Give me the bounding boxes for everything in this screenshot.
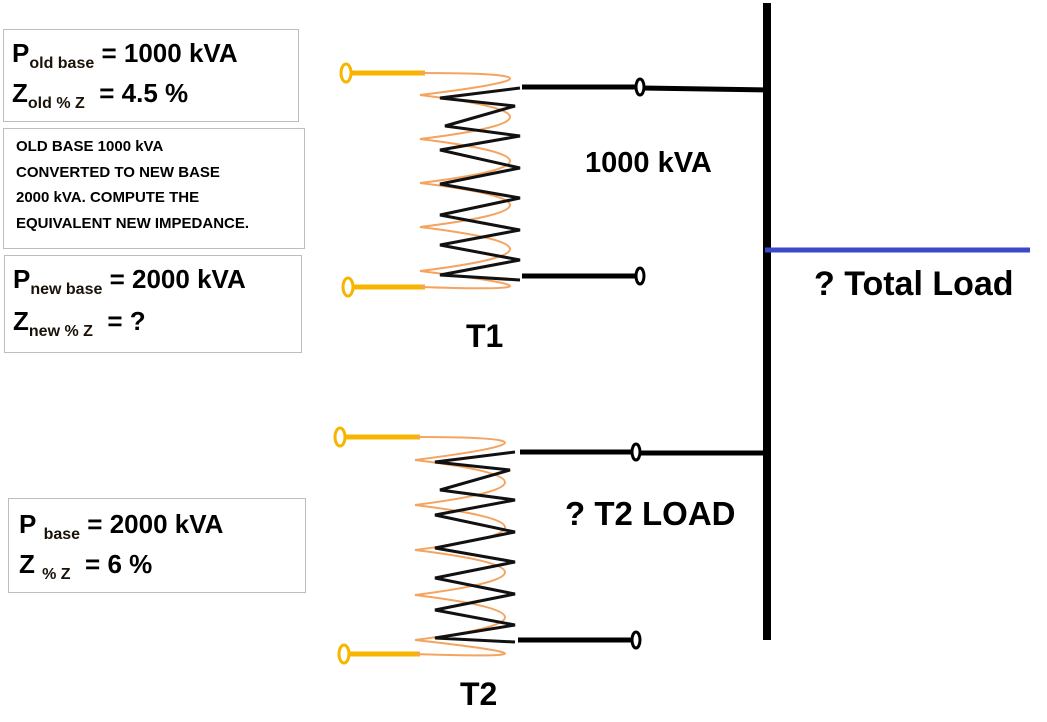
z-value: = ? (107, 306, 146, 336)
z-symbol: Z (13, 306, 29, 336)
new-base-power: Pnew base = 2000 kVA (13, 264, 246, 299)
t2-rating-box: P base = 2000 kVA Z % Z = 6 % (8, 498, 306, 593)
t1-primary-bottom-terminal (341, 276, 355, 298)
new-base-box: Pnew base = 2000 kVA Znew % Z = ? (4, 255, 302, 353)
t2-load-label: ? T2 LOAD (565, 495, 736, 532)
instruction-note-box: OLD BASE 1000 kVA CONVERTED TO NEW BASE … (3, 128, 305, 249)
p-symbol: P (13, 264, 31, 294)
z-subscript: new % Z (28, 323, 93, 341)
t2-primary-coil (414, 436, 506, 657)
t2-primary-top-terminal (333, 426, 347, 448)
z-symbol: Z (19, 549, 35, 579)
z-value: = 4.5 % (99, 78, 189, 108)
z-subscript: % Z (42, 566, 71, 584)
p-symbol: P (12, 38, 30, 68)
t2-secondary-coil (434, 450, 516, 644)
p-value: = 2000 kVA (87, 509, 224, 539)
transformer-t2 (333, 426, 767, 665)
note-line: OLD BASE 1000 kVA (16, 138, 164, 155)
total-load-label: ? Total Load (814, 265, 1014, 303)
z-symbol: Z (12, 78, 28, 108)
t1-name-label: T1 (466, 318, 504, 354)
old-base-box: Pold base = 1000 kVA Zold % Z = 4.5 % (3, 29, 299, 122)
t1-primary-coil (419, 72, 511, 290)
z-subscript: old % Z (27, 95, 85, 113)
p-symbol: P (19, 509, 37, 539)
old-impedance: Zold % Z = 4.5 % (12, 78, 188, 113)
t2-secondary-top-terminal (630, 442, 642, 462)
note-line: 2000 kVA. COMPUTE THE (16, 189, 200, 206)
t2-secondary-bottom-terminal (630, 630, 642, 650)
t2-primary-bottom-terminal (337, 643, 351, 665)
p-subscript: old base (29, 55, 95, 73)
t2-base-power: P base = 2000 kVA (19, 509, 223, 544)
p-subscript: new base (30, 281, 103, 299)
p-value: = 1000 kVA (101, 38, 238, 68)
t1-primary-top-terminal (339, 62, 353, 84)
transformer-t1 (339, 62, 768, 298)
t1-secondary-bottom-terminal (634, 266, 646, 286)
t2-impedance: Z % Z = 6 % (19, 549, 152, 584)
t1-load-label: 1000 kVA (585, 147, 712, 179)
t2-name-label: T2 (460, 676, 498, 712)
t1-secondary-coil (439, 86, 521, 282)
new-impedance: Znew % Z = ? (13, 306, 146, 341)
p-value: = 2000 kVA (109, 264, 246, 294)
t1-secondary-top-terminal (634, 77, 646, 97)
z-value: = 6 % (85, 549, 153, 579)
note-line: EQUIVALENT NEW IMPEDANCE. (16, 214, 250, 232)
old-base-power: Pold base = 1000 kVA (12, 38, 238, 73)
note-line: CONVERTED TO NEW BASE (16, 163, 220, 181)
p-subscript: base (43, 526, 81, 544)
t1-bus-tie (641, 85, 768, 93)
